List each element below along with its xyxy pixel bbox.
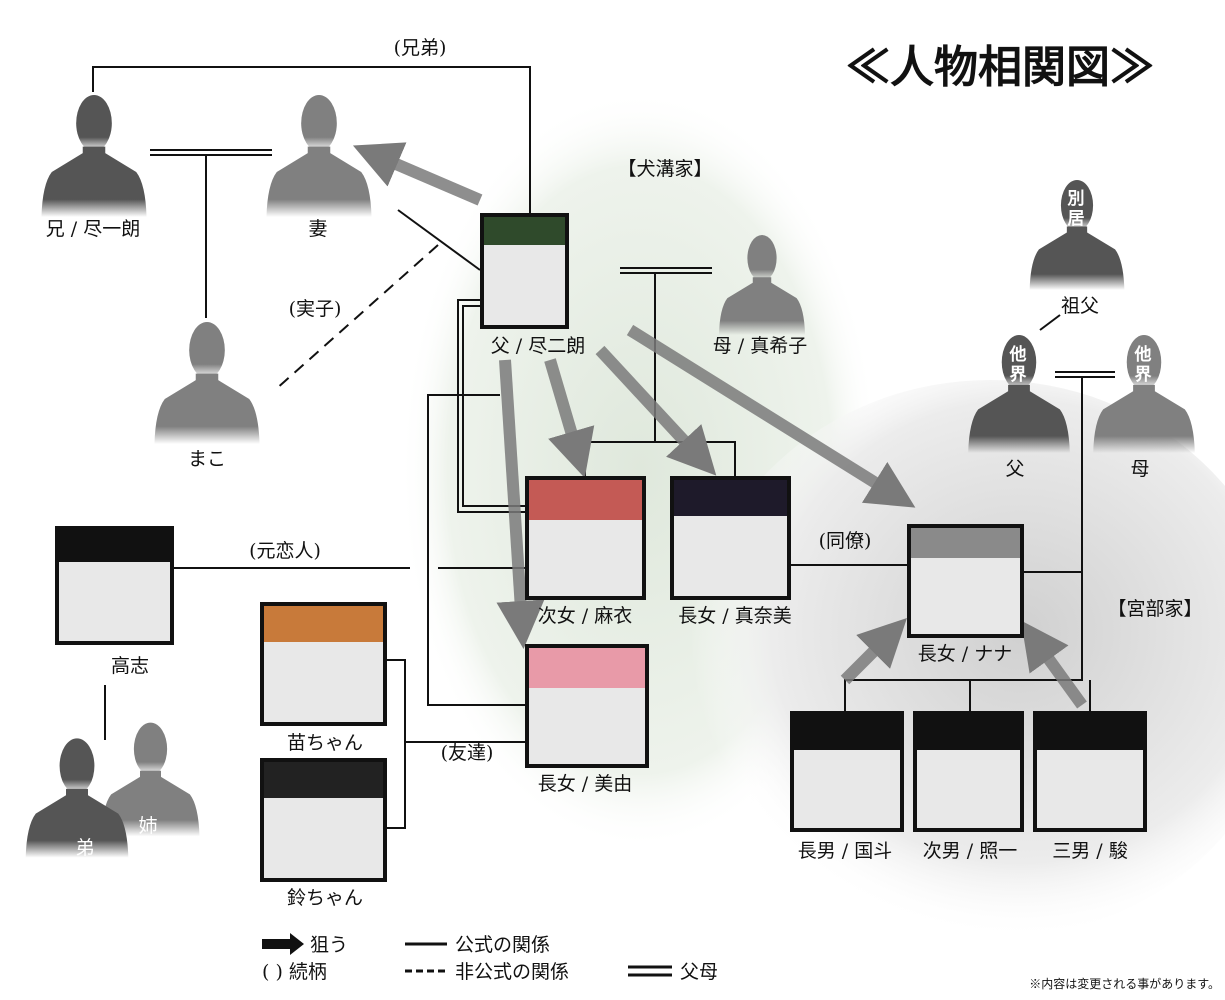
kunito-hair: [794, 715, 900, 750]
ex-lover-label: (元恋人): [249, 540, 321, 562]
legend-official: 公式の関係: [455, 934, 550, 956]
coworker-label: (同僚): [819, 530, 872, 552]
m-mother-tag-1: 他: [1134, 344, 1152, 365]
manami-label: 長女 / 真奈美: [678, 605, 791, 627]
shun-hair: [1037, 715, 1143, 750]
legend-unofficial: 非公式の関係: [455, 961, 569, 983]
grandfather-tag-1: 別: [1067, 189, 1085, 209]
manami-hair: [674, 480, 787, 516]
footnote: ※内容は変更される事があります。: [1029, 976, 1220, 991]
m-mother-label: 母: [1130, 458, 1149, 480]
inumizo-family-label: 【犬溝家】: [617, 158, 712, 180]
legend-target: 狙う: [310, 934, 348, 956]
m-father-tag-1: 他: [1009, 344, 1027, 365]
elder-brother-silhouette: [41, 95, 147, 217]
wife-label: 妻: [308, 218, 327, 240]
miyu-label: 長女 / 美由: [538, 773, 632, 795]
miyu-hair: [529, 648, 645, 688]
page-title: ≪人物相関図≫: [846, 42, 1154, 93]
elder-brother-label: 兄 / 尽一朗: [46, 218, 140, 240]
miyabe-family-label: 【宮部家】: [1107, 598, 1202, 620]
arrow-legend-icon: [262, 933, 304, 955]
nana-hair: [911, 528, 1020, 558]
relation-lines: [92, 66, 1115, 829]
mai-label: 次女 / 麻衣: [538, 605, 632, 627]
m-father-label: 父: [1005, 458, 1024, 480]
takashi-label: 高志: [111, 655, 149, 677]
real-child-label: (実子): [289, 298, 342, 320]
mai-hair: [529, 480, 642, 520]
grandfather-tag-2: 居: [1068, 209, 1085, 229]
nana-label: 長女 / ナナ: [918, 643, 1012, 665]
teruichi-label: 次男 / 照一: [923, 840, 1017, 862]
nae-label: 苗ちゃん: [287, 732, 363, 754]
takashi-hair: [59, 530, 170, 562]
younger-brother-label: 弟: [75, 837, 94, 859]
father-label: 父 / 尽二朗: [491, 335, 585, 357]
shun-label: 三男 / 駿: [1052, 840, 1127, 862]
m-mother-tag-2: 界: [1135, 365, 1152, 385]
mako-label: まこ: [188, 448, 226, 470]
teruichi-hair: [917, 715, 1020, 750]
brothers-label: (兄弟): [394, 37, 447, 59]
legend: 狙う 公式の関係 ( ) 続柄 非公式の関係 父母: [262, 933, 718, 983]
elder-sister-label: 姉: [138, 815, 157, 837]
legend-parents: 父母: [680, 961, 718, 983]
nae-hair: [264, 606, 383, 642]
target-arrows: [352, 142, 1087, 709]
m-father-tag-2: 界: [1010, 365, 1027, 385]
mother-label: 母 / 真希子: [713, 335, 807, 357]
legend-relation: ( ) 続柄: [262, 961, 327, 983]
father-hair: [484, 217, 565, 245]
suzu-label: 鈴ちゃん: [287, 887, 363, 909]
kunito-label: 長男 / 国斗: [798, 840, 892, 862]
suzu-hair: [264, 762, 383, 798]
friends-label: (友達): [441, 742, 494, 764]
wife-silhouette: [266, 95, 372, 217]
mako-silhouette: [154, 322, 260, 444]
grandfather-label: 祖父: [1061, 295, 1099, 317]
